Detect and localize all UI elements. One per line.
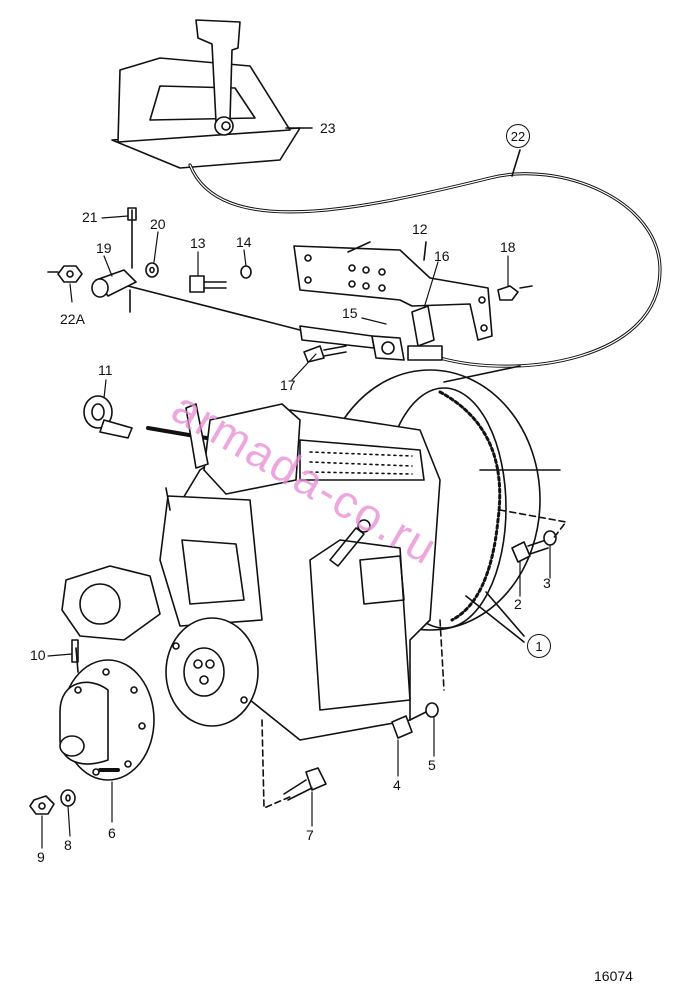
callout-18: 18	[500, 239, 516, 255]
callout-9: 9	[37, 849, 45, 865]
callout-17: 17	[280, 377, 296, 393]
callout-2: 2	[514, 596, 522, 612]
callout-14: 14	[236, 234, 252, 250]
output-coupling	[59, 639, 155, 781]
callout-22a: 22A	[60, 311, 85, 327]
callout-20: 20	[150, 216, 166, 232]
callout-5: 5	[428, 757, 436, 773]
callout-7: 7	[306, 827, 314, 843]
callout-1-circled: 1	[527, 634, 551, 658]
callout-16: 16	[434, 248, 450, 264]
callout-13: 13	[190, 235, 206, 251]
callout-19: 19	[96, 240, 112, 256]
bracket-fasteners	[189, 265, 533, 363]
cable-leader	[511, 149, 521, 177]
callout-6: 6	[108, 825, 116, 841]
callout-12: 12	[412, 221, 428, 237]
callout-11: 11	[98, 362, 113, 378]
callout-23: 23	[320, 120, 336, 136]
callout-4: 4	[393, 777, 401, 793]
lever-parts	[47, 207, 159, 313]
callout-3: 3	[543, 575, 551, 591]
callout-10: 10	[30, 647, 46, 663]
callout-21: 21	[82, 209, 98, 225]
leader-lines	[41, 215, 551, 849]
callout-15: 15	[342, 305, 358, 321]
gearbox-housing	[61, 365, 561, 741]
cable-bracket	[293, 241, 493, 347]
control-lever-unit	[111, 19, 313, 169]
grommet	[83, 395, 232, 444]
mounting-fasteners	[261, 509, 567, 809]
callout-22-circled: 22	[506, 124, 530, 148]
drawing-number: 16074	[594, 968, 633, 984]
callout-8: 8	[64, 837, 72, 853]
cable-end-fitting	[127, 285, 443, 361]
